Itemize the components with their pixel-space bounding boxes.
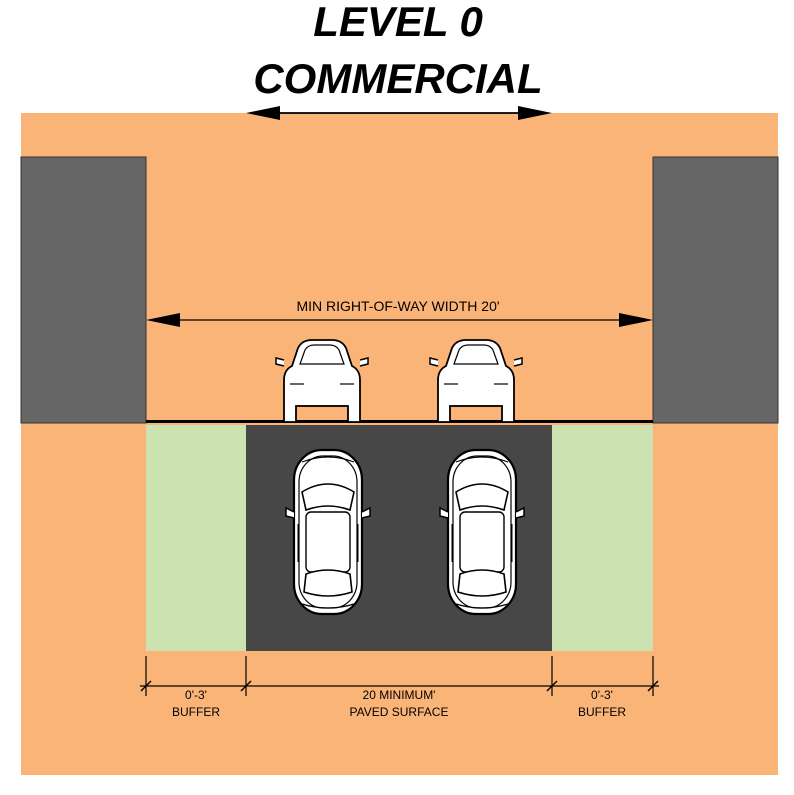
title-line-2: COMMERCIAL xyxy=(253,55,542,102)
bottom-dimension-line xyxy=(140,656,659,696)
right-buffer-zone xyxy=(552,425,653,651)
left-buffer-label: BUFFER xyxy=(172,705,220,719)
right-buffer-value: 0'-3' xyxy=(591,688,613,702)
right-of-way-dimension xyxy=(146,313,653,327)
right-of-way-label: MIN RIGHT-OF-WAY WIDTH 20' xyxy=(296,298,499,314)
car-top-left xyxy=(284,448,372,616)
paved-label: PAVED SURFACE xyxy=(350,705,449,719)
title-line-1: LEVEL 0 xyxy=(313,0,483,45)
left-buffer-value: 0'-3' xyxy=(185,688,207,702)
left-buffer-zone xyxy=(146,425,246,651)
right-building xyxy=(652,156,779,424)
paved-value: 20 MINIMUM' xyxy=(363,688,436,702)
right-buffer-label: BUFFER xyxy=(578,705,626,719)
title-width-arrow xyxy=(246,106,552,120)
left-building xyxy=(20,156,147,424)
car-top-right xyxy=(438,448,526,616)
